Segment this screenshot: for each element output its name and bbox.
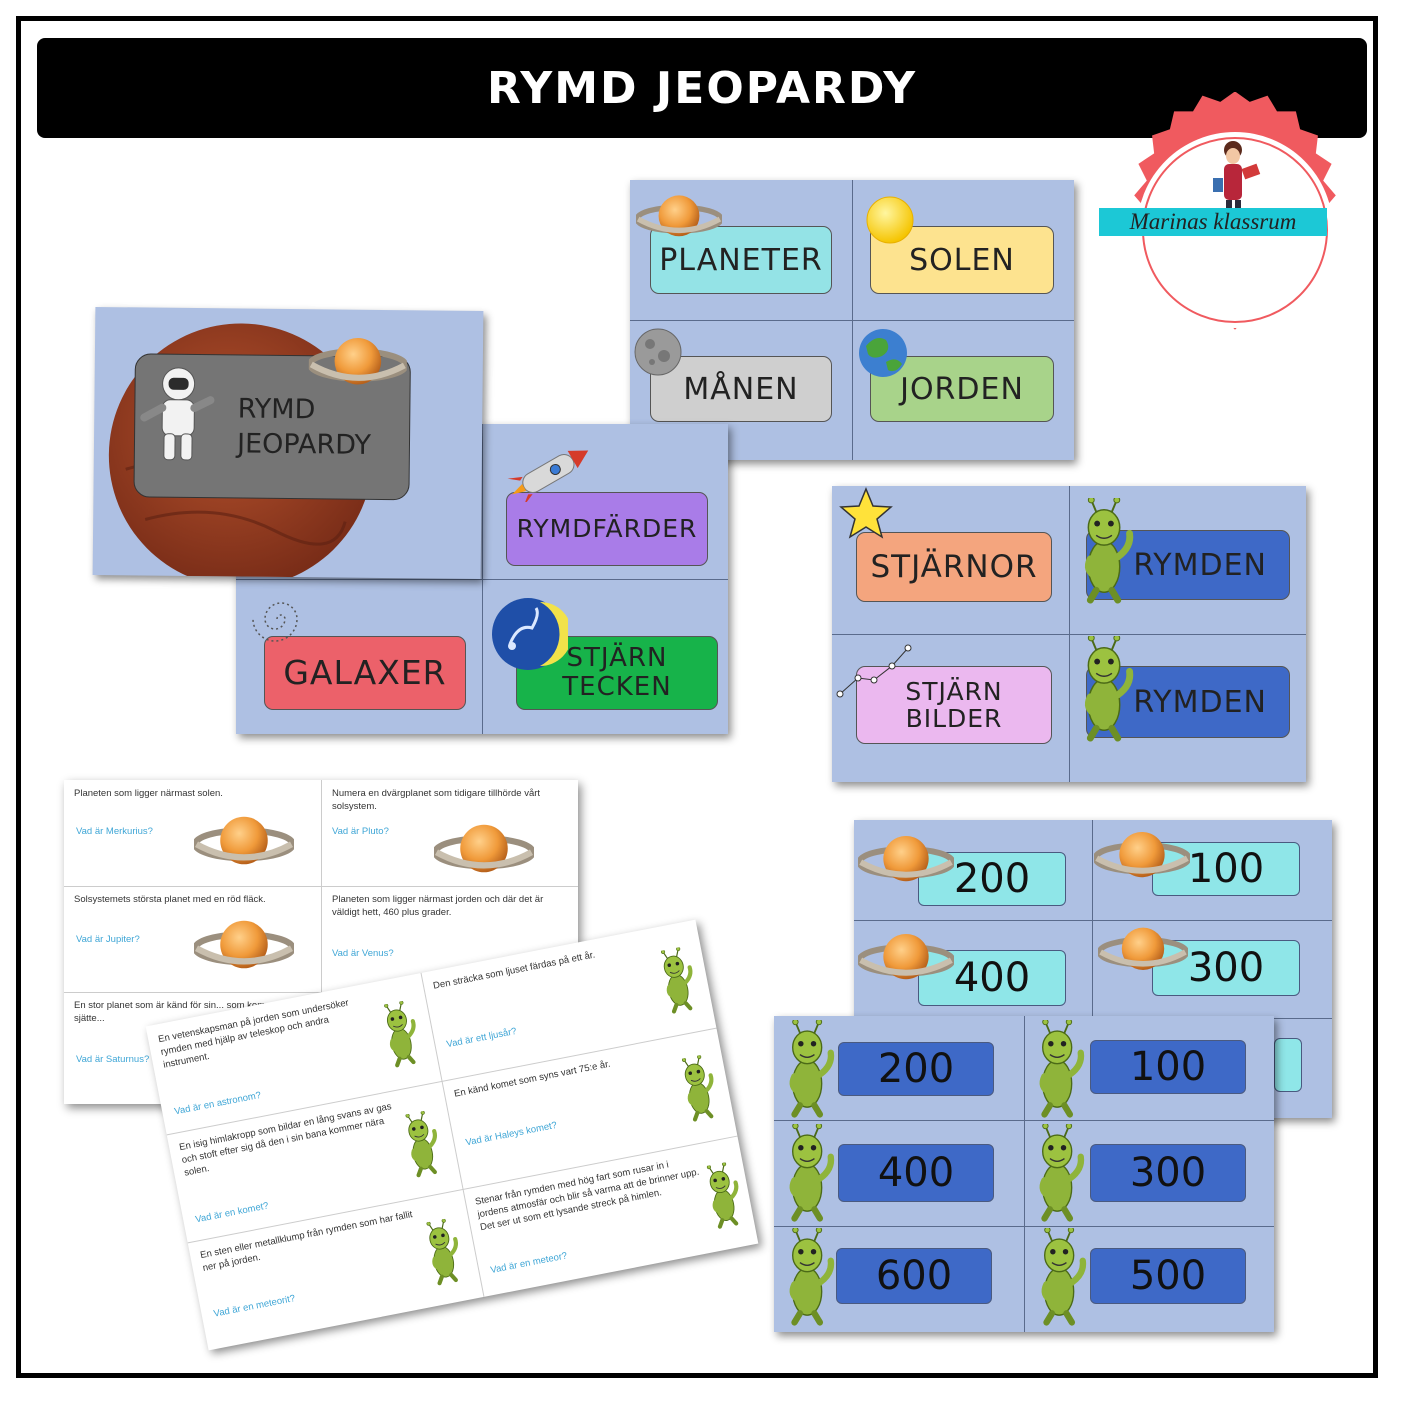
galaxy-icon bbox=[252, 602, 298, 642]
points-value-partial bbox=[1274, 1038, 1302, 1092]
astronaut-icon bbox=[140, 367, 215, 461]
category-label-galaxer[interactable]: GALAXER bbox=[264, 636, 466, 710]
star-icon bbox=[839, 487, 893, 539]
question-text: Planeten som ligger närmast jorden och d… bbox=[332, 894, 544, 918]
alien-icon bbox=[780, 1020, 838, 1120]
points-value[interactable]: 300 bbox=[1090, 1144, 1246, 1202]
answer-text: Vad är en astronom? bbox=[173, 1089, 262, 1118]
title-card-line-2: JEOPARDY bbox=[236, 428, 372, 461]
alien-icon bbox=[1032, 1228, 1090, 1328]
points-value[interactable]: 400 bbox=[918, 950, 1066, 1006]
category-card-rymdfarder: RYMDFÄRDER GALAXER STJÄRN TECKEN bbox=[236, 424, 728, 734]
answer-text: Vad är en meteor? bbox=[489, 1250, 569, 1277]
label-line-1: STJÄRN bbox=[905, 676, 1003, 706]
label-line-1: STJÄRN bbox=[566, 643, 668, 674]
title-card-line-1: RYMD bbox=[237, 393, 316, 426]
points-value[interactable]: 400 bbox=[838, 1144, 994, 1202]
alien-icon bbox=[376, 999, 426, 1071]
points-value[interactable]: 100 bbox=[1090, 1040, 1246, 1094]
points-value[interactable]: 200 bbox=[918, 852, 1066, 906]
question-text: Numera en dvärgplanet som tidigare tillh… bbox=[332, 788, 541, 812]
alien-icon bbox=[780, 1124, 838, 1224]
answer-text: Vad är Venus? bbox=[332, 948, 394, 959]
category-card-planets: PLANETER SOLEN MÅNEN JORDEN bbox=[630, 180, 1074, 460]
alien-icon bbox=[1074, 498, 1138, 606]
saturn-icon bbox=[636, 190, 722, 246]
outer-frame bbox=[16, 16, 1378, 1378]
saturn-icon bbox=[1098, 922, 1188, 980]
answer-text: Vad är Haleys komet? bbox=[464, 1119, 558, 1149]
scorpio-icon bbox=[492, 598, 568, 670]
category-card-stjarnor: STJÄRNOR RYMDEN STJÄRN BILDER RYMDEN bbox=[832, 486, 1306, 782]
answer-text: Vad är Saturnus? bbox=[76, 1054, 150, 1065]
alien-icon bbox=[699, 1160, 749, 1232]
category-label-planeter[interactable]: PLANETER bbox=[650, 226, 832, 294]
saturn-icon bbox=[194, 914, 294, 980]
label-line-2: TECKEN bbox=[562, 672, 672, 702]
answer-text: Vad är ett ljusår? bbox=[445, 1025, 518, 1051]
alien-icon bbox=[418, 1217, 468, 1289]
earth-icon bbox=[859, 329, 907, 377]
title-card: RYMD JEOPARDY bbox=[92, 306, 484, 580]
label-line-2: BILDER bbox=[905, 704, 1003, 733]
question-text: En stor planet som är känd för sin... so… bbox=[74, 1000, 295, 1024]
alien-icon bbox=[1030, 1020, 1088, 1120]
points-value[interactable]: 500 bbox=[1090, 1248, 1246, 1304]
points-card-aliens: 200 100 400 300 600 500 bbox=[774, 1016, 1274, 1332]
saturn-icon bbox=[858, 830, 954, 892]
rocket-icon bbox=[507, 450, 589, 502]
answer-text: Vad är Merkurius? bbox=[76, 826, 153, 837]
saturn-icon bbox=[1094, 826, 1190, 888]
points-value[interactable]: 200 bbox=[838, 1042, 994, 1096]
question-text: En isig himlakropp som bildar en lång sv… bbox=[178, 1101, 393, 1179]
question-text: Solsystemets största planet med en röd f… bbox=[74, 894, 266, 905]
category-label-manen[interactable]: MÅNEN bbox=[650, 356, 832, 422]
points-value[interactable]: 600 bbox=[836, 1248, 992, 1304]
alien-icon bbox=[1030, 1124, 1088, 1224]
alien-icon bbox=[674, 1053, 724, 1125]
page-title: RYMD JEOPARDY bbox=[37, 38, 1367, 138]
svg-text:Marinas klassrum: Marinas klassrum bbox=[1129, 209, 1297, 234]
points-value[interactable]: 300 bbox=[1152, 940, 1300, 996]
category-label-stjarnbilder[interactable]: STJÄRN BILDER bbox=[856, 666, 1052, 744]
alien-icon bbox=[397, 1109, 447, 1181]
constellation-icon bbox=[836, 644, 912, 698]
answer-text: Vad är Pluto? bbox=[332, 826, 389, 837]
moon-icon bbox=[634, 328, 682, 376]
question-text: En känd komet som syns vart 75:e år. bbox=[453, 1058, 612, 1100]
alien-icon bbox=[1074, 636, 1138, 744]
alien-icon bbox=[780, 1228, 838, 1328]
question-text: Stenar från rymden med hög fart som rusa… bbox=[474, 1159, 701, 1233]
saturn-icon bbox=[858, 928, 954, 990]
sun-icon bbox=[866, 196, 914, 244]
marinas-klassrum-logo: Marinas klassrum bbox=[1099, 92, 1336, 330]
answer-text: Vad är Jupiter? bbox=[76, 934, 140, 945]
category-label-rymdfarder[interactable]: RYMDFÄRDER bbox=[506, 492, 708, 566]
category-label-stjarnor[interactable]: STJÄRNOR bbox=[856, 532, 1052, 602]
answer-text: Vad är en komet? bbox=[194, 1200, 270, 1226]
question-text: Planeten som ligger närmast solen. bbox=[74, 788, 223, 799]
alien-icon bbox=[653, 945, 703, 1017]
saturn-icon bbox=[309, 331, 408, 396]
saturn-icon bbox=[434, 818, 534, 884]
saturn-icon bbox=[194, 810, 294, 876]
answer-text: Vad är en meteorit? bbox=[212, 1293, 297, 1320]
